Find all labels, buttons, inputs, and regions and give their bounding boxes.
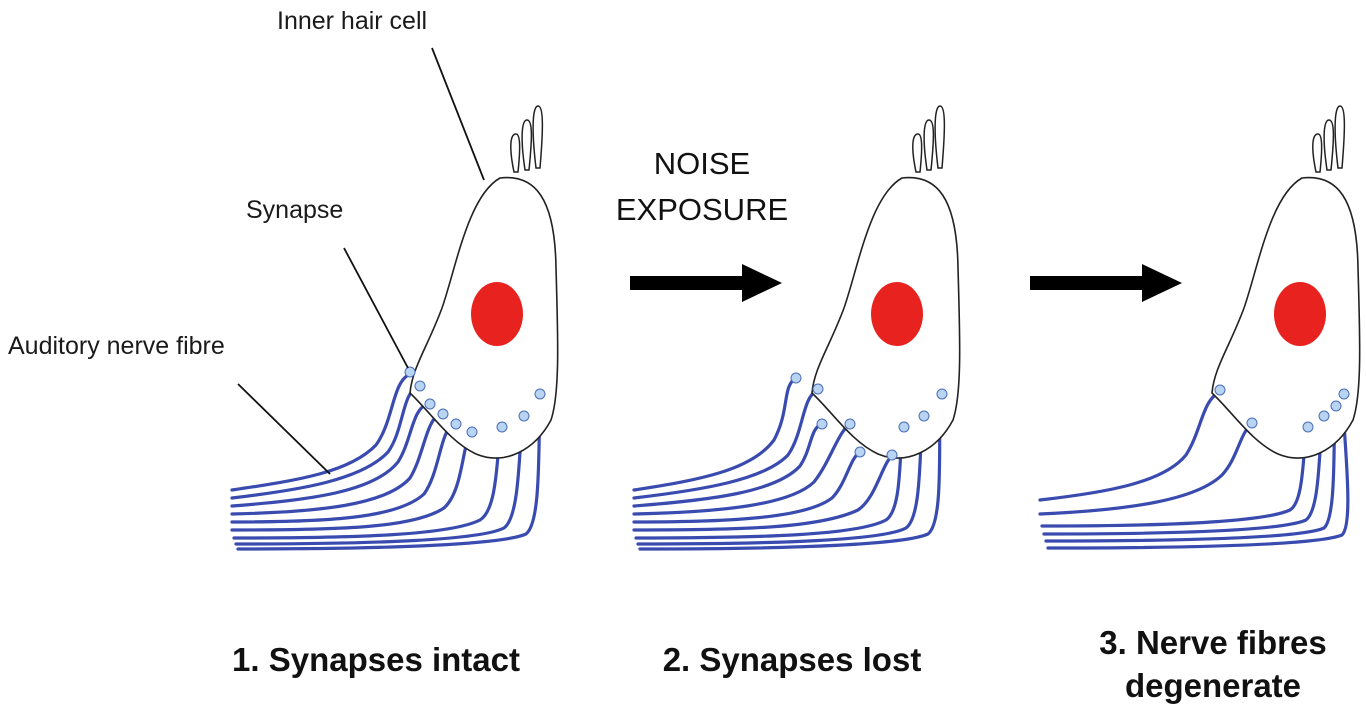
noise-label: NOISE [654,146,750,181]
synapse [415,381,425,391]
auditory-nerve-fibre-label: Auditory nerve fibre [8,332,225,360]
synapse [405,367,415,377]
synapse [845,419,855,429]
synapse-leader [344,248,408,368]
synapse [1247,418,1257,428]
nerve-fibre [1040,392,1220,500]
synapse [813,384,823,394]
synapse [1319,411,1329,421]
nerve-fibre [232,374,410,490]
nerve-fibre [634,378,796,490]
panel-nerve-fibres-degenerate [1040,106,1360,548]
caption-degenerate: degenerate [1125,667,1301,704]
nerve-fibre [232,432,472,530]
nucleus [871,282,923,346]
caption-nerve-fibres: 3. Nerve fibres [1099,624,1326,661]
synapse [497,422,507,432]
noise-exposure-arrow: NOISE EXPOSURE [616,146,788,302]
arrow-right [1030,264,1182,302]
nucleus [1274,282,1326,346]
annotations: Inner hair cell Synapse Auditory nerve f… [8,7,484,474]
arrow-right [630,264,782,302]
synapse [438,409,448,419]
nerve-fibre [634,424,850,514]
synapse-label: Synapse [246,196,343,224]
synapse [1215,385,1225,395]
captions: 1. Synapses intact 2. Synapses lost 3. N… [232,624,1327,704]
caption-synapses-lost: 2. Synapses lost [663,641,922,678]
caption-synapses-intact: 1. Synapses intact [232,641,520,678]
synapse [467,427,477,437]
synapse [937,389,947,399]
nerve-fibre [232,414,440,514]
nucleus [471,282,523,346]
inner-hair-cell-leader [432,48,484,180]
auditory-nerve-fibre-leader [238,384,330,474]
synapse [535,389,545,399]
synapse [1303,422,1313,432]
detached-synapse [791,373,801,383]
inner-hair-cell [812,106,960,458]
synapse [899,422,909,432]
nerve-fibre [232,387,418,498]
inner-hair-cell-label: Inner hair cell [277,7,427,35]
nerve-fibre [232,404,428,506]
detached-synapse [887,450,897,460]
synapse [519,411,529,421]
panel-synapses-intact [232,106,558,549]
synapse [451,419,461,429]
exposure-label: EXPOSURE [616,192,788,227]
nerve-fibre [634,390,818,498]
detached-synapse [817,419,827,429]
synapse [425,399,435,409]
detached-synapse [855,447,865,457]
synapse [1339,389,1349,399]
synapse [1331,401,1341,411]
nerve-fibre [1040,424,1252,514]
synapse [919,411,929,421]
